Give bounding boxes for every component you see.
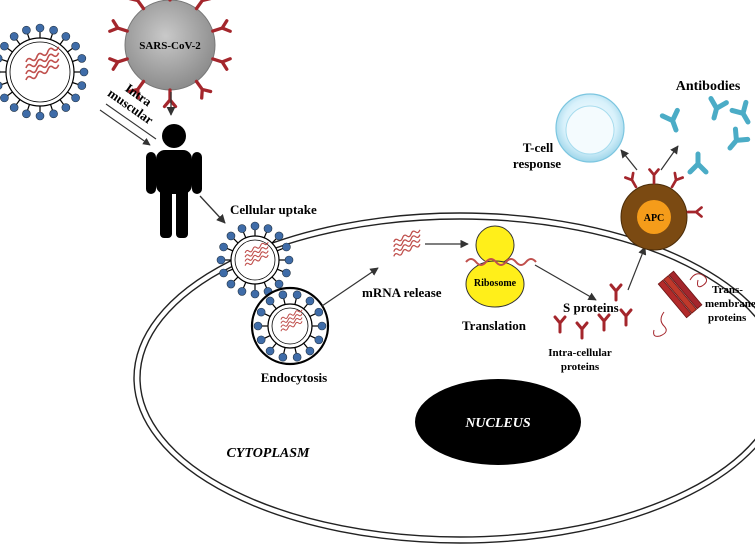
person-icon — [146, 124, 202, 238]
lipid-nanoparticle-top — [0, 23, 89, 121]
antigen-presenting-cell — [620, 168, 703, 251]
lipid-nanoparticle-uptake — [216, 221, 294, 299]
lipid-nanoparticle-endosome — [253, 290, 327, 362]
tcell-label-1: T-cell — [523, 140, 554, 155]
cellular-uptake-label: Cellular uptake — [230, 202, 317, 217]
transmembrane-protein — [653, 270, 708, 337]
arrow-apc-to-antibodies — [660, 145, 679, 171]
ribosome — [465, 225, 537, 308]
arrow-intramuscular-1 — [99, 109, 151, 146]
intracellular-proteins-label-2: proteins — [561, 361, 600, 373]
arrow-ribosome-to-proteins — [534, 264, 597, 301]
transmembrane-label-2: membrane — [705, 298, 755, 310]
apc-label: APC — [644, 213, 665, 224]
arrow-person-to-cell — [199, 195, 226, 224]
transmembrane-label-3: proteins — [708, 312, 747, 324]
antibodies-label: Antibodies — [676, 79, 741, 94]
transmembrane-label-1: Trans- — [712, 284, 743, 296]
cytoplasm-label: CYTOPLASM — [227, 446, 311, 461]
arrow-proteins-to-apc — [627, 246, 647, 291]
arrow-apc-to-tcell — [620, 149, 638, 171]
arrow-endosome-to-mrna — [321, 267, 379, 307]
cell-membrane-inner — [139, 218, 755, 538]
cell-membrane-outer — [133, 212, 755, 544]
nucleus — [415, 379, 581, 465]
sars-cov-2-label: SARS-CoV-2 — [139, 40, 201, 52]
mrna-released — [393, 229, 421, 257]
intracellular-proteins-label-1: Intra-cellular — [548, 347, 612, 359]
mrna-release-label: mRNA release — [362, 285, 442, 300]
translation-label: Translation — [462, 318, 527, 333]
arrow-intramuscular-2 — [105, 103, 157, 140]
intracellular-proteins — [553, 283, 633, 340]
nucleus-label: NUCLEUS — [464, 416, 531, 431]
ribosome-label: Ribosome — [474, 278, 517, 289]
sars-cov-2-virus — [108, 0, 232, 109]
antibodies — [659, 96, 751, 175]
endocytosis-label: Endocytosis — [261, 370, 327, 385]
tcell-label-2: response — [513, 156, 561, 171]
s-proteins-label: S proteins — [563, 300, 619, 315]
t-cell — [555, 93, 625, 163]
